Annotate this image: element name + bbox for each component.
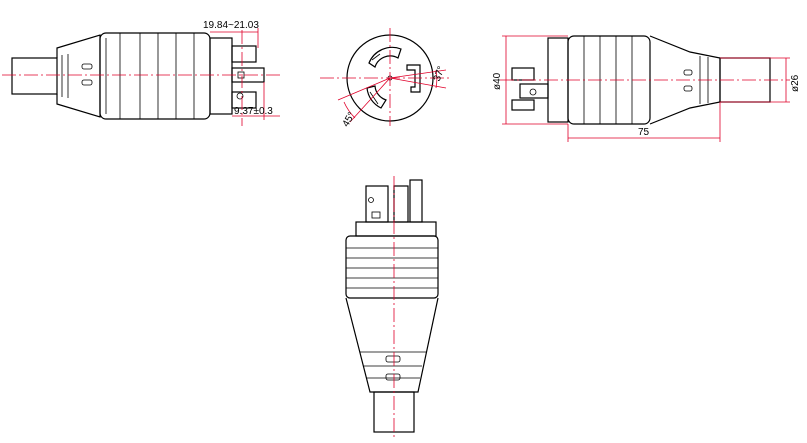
dim-pin-length: 19.84~21.03 (203, 20, 259, 31)
dim-angle-large: 45° (341, 110, 358, 129)
dim-pin-width: 9.37±0.3 (234, 106, 273, 117)
side-view-left: 19.84~21.03 9.37±0.3 (2, 20, 282, 126)
side-view-right: ø40 ø26 75 (492, 35, 801, 142)
top-view (345, 176, 439, 440)
dim-body-diameter: ø40 (492, 72, 503, 90)
dim-angle-small: 37° (432, 65, 448, 83)
dim-body-length: 75 (638, 127, 650, 138)
front-view: 37° 45° (320, 28, 450, 129)
dim-cord-diameter: ø26 (790, 74, 801, 92)
